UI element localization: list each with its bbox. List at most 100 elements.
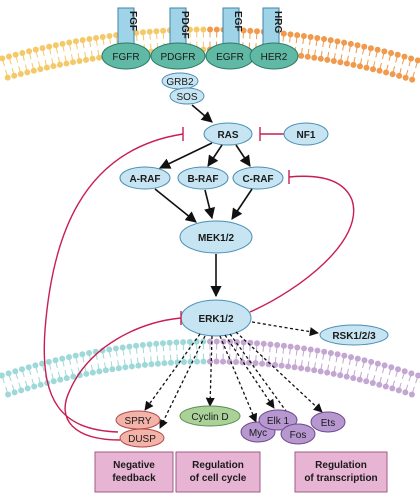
lipid-head: [324, 369, 331, 376]
outcome-cell-cycle: Regulation of cell cycle: [175, 451, 261, 493]
lipid-head: [133, 29, 140, 36]
lipid-head: [63, 60, 70, 67]
ligand-egf-label: EGF: [232, 11, 243, 32]
receptor-fgfr-label: FGFR: [112, 52, 139, 63]
outcome-transcription-line1: Regulation: [315, 460, 367, 471]
lipid-head: [383, 69, 390, 76]
lipid-head: [343, 60, 350, 67]
lipid-head: [200, 358, 207, 365]
lipid-head: [307, 33, 314, 40]
lipid-head: [37, 66, 44, 73]
lipid-head: [298, 365, 305, 372]
lipid-head: [119, 344, 126, 351]
lipid-head: [252, 360, 259, 367]
outcome-negative-feedback-line2: feedback: [112, 473, 156, 484]
lipid-head: [5, 53, 12, 60]
lipid-head: [298, 52, 305, 59]
lipid-head: [311, 367, 318, 374]
lipid-head: [396, 72, 403, 79]
lipid-head: [96, 54, 103, 61]
lipid-head: [11, 72, 18, 79]
lipid-head: [394, 51, 401, 58]
lipid-head: [388, 364, 395, 371]
lipid-head: [93, 34, 100, 41]
lipid-head: [314, 34, 321, 41]
lipid-head: [367, 45, 374, 52]
lipid-head: [267, 341, 274, 348]
lipid-head: [89, 369, 96, 376]
lipid-head: [66, 39, 73, 46]
ligand-hrg-label: HRG: [272, 11, 283, 33]
lipid-head: [321, 348, 328, 355]
lipid-head: [274, 342, 281, 349]
lipid-head: [167, 359, 174, 366]
lipid-head: [79, 37, 86, 44]
lipid-head: [146, 28, 153, 35]
dusp-node: DUSP: [119, 428, 165, 448]
lipid-head: [56, 61, 63, 68]
lipid-head: [11, 389, 18, 396]
nf1-node: NF1: [283, 122, 329, 146]
lipid-head: [200, 26, 207, 33]
lipid-head: [321, 36, 328, 43]
lipid-head: [376, 67, 383, 74]
mek-label: MEK1/2: [198, 233, 235, 244]
ligand-fgf: FGF: [117, 7, 138, 49]
lipid-head: [57, 376, 64, 383]
ras-to-braf-arrow: [207, 144, 223, 167]
lipid-head: [368, 358, 375, 365]
lipid-head: [253, 28, 260, 35]
lipid-head: [12, 51, 19, 58]
ets-label: Ets: [321, 418, 335, 429]
lipid-head: [304, 53, 311, 60]
araf-to-mek-arrow: [154, 188, 197, 223]
receptor-her2: HER2: [249, 42, 299, 70]
receptor-pdgfr: PDGFR: [150, 42, 206, 70]
lipid-head: [334, 38, 341, 45]
lipid-head: [146, 341, 153, 348]
lipid-head: [314, 347, 321, 354]
erk-to-elk1-arrow: [224, 334, 275, 409]
lipid-head: [408, 370, 415, 377]
lipid-head: [233, 359, 240, 366]
lipid-head: [30, 67, 37, 74]
lipid-head: [12, 368, 19, 375]
lipid-head: [26, 48, 33, 55]
lipid-head: [213, 26, 220, 33]
lipid-head: [350, 375, 357, 382]
lipid-head: [154, 360, 161, 367]
lipid-head: [370, 66, 377, 73]
lipid-head: [161, 360, 168, 367]
lipid-head: [0, 55, 6, 62]
lipid-head: [173, 339, 180, 346]
ras-label: RAS: [217, 130, 238, 141]
lipid-head: [52, 357, 59, 364]
lipid-head: [287, 31, 294, 38]
lipid-head: [24, 69, 31, 76]
lipid-head: [395, 387, 402, 394]
lipid-head: [24, 385, 31, 392]
lipid-head: [86, 349, 93, 356]
lipid-head: [166, 339, 173, 346]
lipid-head: [402, 389, 409, 396]
lipid-head: [122, 364, 129, 371]
braf-to-mek-arrow: [204, 189, 215, 220]
lipid-head: [186, 26, 193, 33]
lipid-head: [37, 381, 44, 388]
lipid-head: [356, 63, 363, 70]
dusp-label: DUSP: [128, 434, 156, 445]
lipid-head: [139, 29, 146, 36]
ras-to-araf-arrow: [158, 142, 213, 169]
ligand-fgf-label: FGF: [127, 11, 138, 31]
braf-label: B-RAF: [187, 174, 218, 185]
lipid-head: [327, 37, 334, 44]
lipid-head: [193, 26, 200, 33]
lipid-head: [141, 361, 148, 368]
lipid-head: [135, 362, 142, 369]
lipid-head: [341, 39, 348, 46]
outcome-cell-cycle-line1: Regulation: [192, 460, 244, 471]
lipid-head: [374, 360, 381, 367]
lipid-head: [59, 40, 66, 47]
lipid-head: [50, 378, 57, 385]
